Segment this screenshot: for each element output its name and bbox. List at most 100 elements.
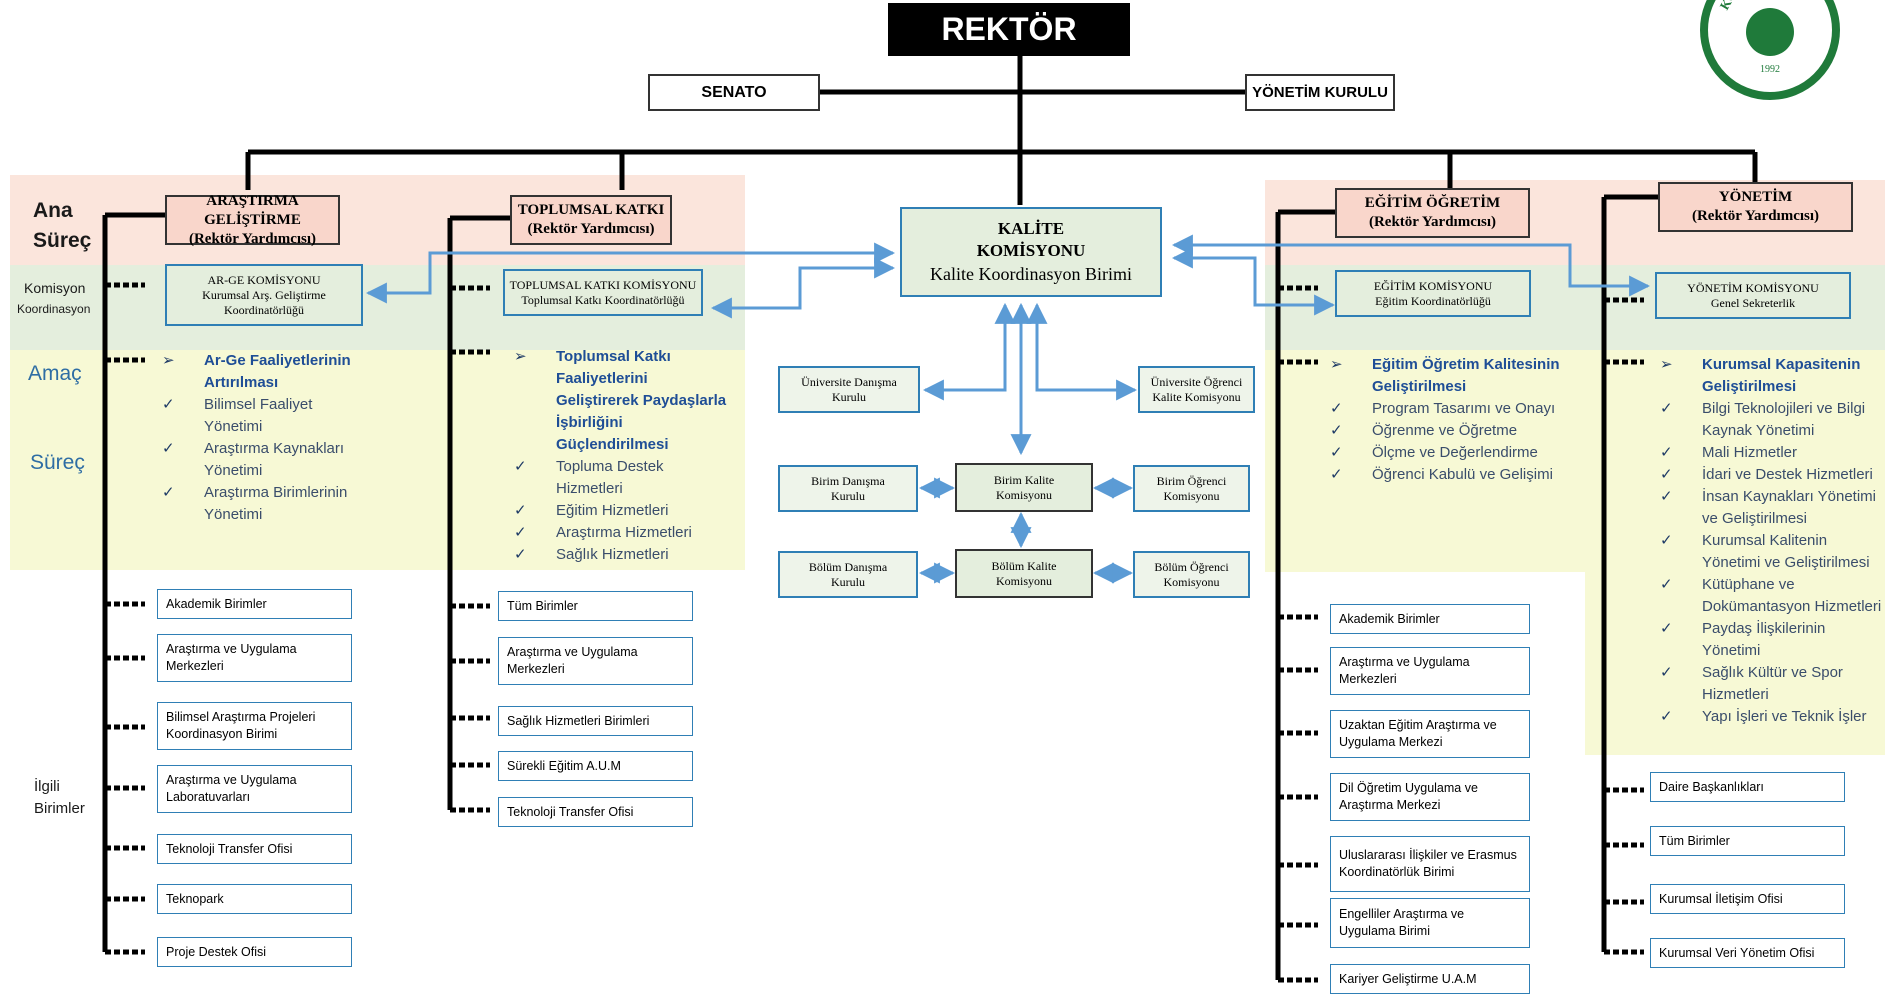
yonetim-header[interactable]: YÖNETİM (Rektör Yardımcısı) — [1658, 182, 1853, 232]
egitim-unit-box[interactable]: Engelliler Araştırma ve Uygulama Birimi — [1330, 898, 1530, 948]
yonetim-purpose-item: ✓Mali Hizmetler — [1660, 442, 1885, 464]
toplumsal-unit-box[interactable]: Sürekli Eğitim A.U.M — [498, 751, 693, 781]
yonetim-purpose-list: ➢Kurumsal Kapasitenin Geliştirilmesi✓Bil… — [1660, 354, 1885, 728]
arge-komisyon-box[interactable]: AR-GE KOMİSYONU Kurumsal Arş. Geliştirme… — [165, 264, 363, 326]
egitim-unit-box[interactable]: Araştırma ve Uygulama Merkezleri — [1330, 647, 1530, 695]
logo-emblem-icon — [1746, 8, 1794, 56]
check-icon: ✓ — [1660, 532, 1673, 549]
egitim-purpose-text: Ölçme ve Değerlendirme — [1372, 444, 1538, 461]
rektor-box[interactable]: REKTÖR — [888, 3, 1130, 56]
toplumsal-komisyon-line1: TOPLUMSAL KATKI KOMİSYONU — [509, 277, 697, 292]
egitim-purpose-item: ✓Öğrenci Kabulü ve Gelişimi — [1330, 464, 1565, 486]
arge-unit-box[interactable]: Akademik Birimler — [157, 589, 352, 619]
arge-unit-box[interactable]: Teknoloji Transfer Ofisi — [157, 834, 352, 864]
birim-danisma-box[interactable]: Birim Danışma Kurulu — [778, 465, 918, 512]
egitim-komisyon-line1: EĞİTİM KOMİSYONU — [1373, 278, 1493, 293]
toplumsal-unit-box[interactable]: Sağlık Hizmetleri Birimleri — [498, 706, 693, 736]
arge-unit-box[interactable]: Teknopark — [157, 884, 352, 914]
bolum-danisma-box[interactable]: Bölüm Danışma Kurulu — [778, 551, 918, 598]
row-label-surec: Süreç — [33, 229, 92, 252]
check-icon: ✓ — [1660, 664, 1673, 681]
yonetim-purpose-text: Paydaş İlişkilerinin Yönetimi — [1702, 620, 1826, 659]
yonetim-unit-box[interactable]: Tüm Birimler — [1650, 826, 1845, 856]
yonetim-purpose-item: ✓ İnsan Kaynakları Yönetimi ve Geliştiril… — [1660, 486, 1885, 530]
kalite-komisyonu-box[interactable]: KALİTE KOMİSYONU Kalite Koordinasyon Bir… — [900, 207, 1162, 297]
egitim-subtitle: (Rektör Yardımcısı) — [1368, 214, 1497, 230]
egitim-unit-box[interactable]: Uzaktan Eğitim Araştırma ve Uygulama Mer… — [1330, 710, 1530, 758]
toplumsal-komisyon-box[interactable]: TOPLUMSAL KATKI KOMİSYONU Toplumsal Katk… — [503, 269, 703, 316]
yonetim-kurulu-box[interactable]: YÖNETİM KURULU — [1245, 74, 1395, 111]
arge-purpose-item: ➢Ar-Ge Faaliyetlerinin Artırılması — [162, 350, 372, 394]
toplumsal-unit-box[interactable]: Teknoloji Transfer Ofisi — [498, 797, 693, 827]
toplumsal-purpose-text: Araştırma Hizmetleri — [556, 524, 692, 541]
check-icon: ✓ — [514, 546, 527, 563]
bolum-ogrenci-box[interactable]: Bölüm Öğrenci Komisyonu — [1133, 551, 1250, 598]
row-label-amac: Amaç — [28, 362, 82, 385]
arrow-bullet-icon: ➢ — [514, 348, 527, 365]
toplumsal-purpose-item: ✓ Sağlık Hizmetleri — [514, 544, 729, 566]
row-label-ana: Ana — [33, 199, 73, 222]
check-icon: ✓ — [1660, 444, 1673, 461]
arge-purpose-item: ✓Araştırma Birimlerinin Yönetimi — [162, 482, 372, 526]
logo-year: 1992 — [1760, 64, 1780, 75]
egitim-komisyon-box[interactable]: EĞİTİM KOMİSYONU Eğitim Koordinatörlüğü — [1335, 270, 1531, 317]
yonetim-purpose-item: ✓Kütüphane ve Dokümantasyon Hizmetleri — [1660, 574, 1885, 618]
arge-unit-box[interactable]: Proje Destek Ofisi — [157, 937, 352, 967]
egitim-purpose-text: Program Tasarımı ve Onayı — [1372, 400, 1556, 417]
toplumsal-purpose-text: Sağlık Hizmetleri — [556, 546, 669, 563]
yonetim-purpose-text: İnsan Kaynakları Yönetimi ve Geliştirilm… — [1702, 488, 1876, 527]
yonetim-purpose-item: ✓Bilgi Teknolojileri ve Bilgi Kaynak Yön… — [1660, 398, 1885, 442]
toplumsal-header[interactable]: TOPLUMSAL KATKI (Rektör Yardımcısı) — [510, 195, 672, 245]
arge-purpose-item: ✓Araştırma Kaynakları Yönetimi — [162, 438, 372, 482]
birim-ogrenci-box[interactable]: Birim Öğrenci Komisyonu — [1133, 465, 1250, 512]
universite-ogrenci-box[interactable]: Üniversite Öğrenci Kalite Komisyonu — [1138, 366, 1255, 413]
toplumsal-purpose-item: ✓Eğitim Hizmetleri — [514, 500, 729, 522]
yonetim-komisyon-box[interactable]: YÖNETİM KOMİSYONU Genel Sekreterlik — [1655, 272, 1851, 319]
toplumsal-purpose-list: ➢Toplumsal Katkı Faaliyetlerini Geliştir… — [514, 346, 729, 566]
check-icon: ✓ — [1330, 400, 1343, 417]
arrow-bullet-icon: ➢ — [162, 352, 175, 369]
row-label-koordinasyon: Koordinasyon — [17, 302, 91, 316]
arge-purpose-text: Araştırma Kaynakları Yönetimi — [204, 440, 345, 479]
toplumsal-unit-box[interactable]: Araştırma ve Uygulama Merkezleri — [498, 637, 693, 685]
yonetim-unit-box[interactable]: Kurumsal İletişim Ofisi — [1650, 884, 1845, 914]
row-label-komisyon: Komisyon — [24, 280, 86, 296]
toplumsal-purpose-item: ➢Toplumsal Katkı Faaliyetlerini Geliştir… — [514, 346, 729, 456]
check-icon: ✓ — [1660, 466, 1673, 483]
check-icon: ✓ — [1660, 488, 1673, 505]
arge-purpose-list: ➢Ar-Ge Faaliyetlerinin Artırılması✓Bilim… — [162, 350, 372, 526]
arge-unit-box[interactable]: Araştırma ve Uygulama Laboratuvarları — [157, 765, 352, 813]
check-icon: ✓ — [1330, 466, 1343, 483]
arge-header[interactable]: ARAŞTIRMA GELİŞTİRME (Rektör Yardımcısı) — [165, 192, 340, 247]
toplumsal-subtitle: (Rektör Yardımcısı) — [527, 221, 655, 237]
bolum-kalite-box[interactable]: Bölüm Kalite Komisyonu — [955, 549, 1093, 598]
arge-unit-box[interactable]: Bilimsel Araştırma Projeleri Koordinasyo… — [157, 702, 352, 750]
toplumsal-purpose-item: ✓Araştırma Hizmetleri — [514, 522, 729, 544]
yonetim-subtitle: (Rektör Yardımcısı) — [1691, 208, 1820, 224]
egitim-unit-box[interactable]: Akademik Birimler — [1330, 604, 1530, 634]
arge-title: ARAŞTIRMA GELİŞTİRME — [204, 192, 301, 228]
yonetim-purpose-text: Kütüphane ve Dokümantasyon Hizmetleri — [1702, 576, 1882, 615]
yonetim-unit-box[interactable]: Kurumsal Veri Yönetim Ofisi — [1650, 938, 1845, 968]
yonetim-purpose-text: Kurumsal Kalitenin Yönetimi ve Geliştiri… — [1702, 532, 1870, 571]
egitim-unit-box[interactable]: Kariyer Geliştirme U.A.M — [1330, 964, 1530, 994]
birim-kalite-box[interactable]: Birim Kalite Komisyonu — [955, 463, 1093, 512]
egitim-title: EĞİTİM ÖĞRETİM — [1364, 195, 1501, 211]
kalite-title-1: KALİTE — [997, 219, 1065, 238]
arge-unit-box[interactable]: Araştırma ve Uygulama Merkezleri — [157, 634, 352, 682]
senato-box[interactable]: SENATO — [648, 74, 820, 111]
egitim-unit-box[interactable]: Dil Öğretim Uygulama ve Araştırma Merkez… — [1330, 773, 1530, 821]
egitim-header[interactable]: EĞİTİM ÖĞRETİM (Rektör Yardımcısı) — [1335, 188, 1530, 238]
arge-komisyon-line3: Koordinatörlüğü — [224, 302, 304, 317]
universite-danisma-box[interactable]: Üniversite Danışma Kurulu — [778, 366, 920, 413]
yonetim-purpose-item: ✓Yapı İşleri ve Teknik İşler — [1660, 706, 1885, 728]
toplumsal-unit-box[interactable]: Tüm Birimler — [498, 591, 693, 621]
egitim-purpose-list: ➢Eğitim Öğretim Kalitesinin Geliştirilme… — [1330, 354, 1565, 486]
yonetim-purpose-text: Yapı İşleri ve Teknik İşler — [1702, 708, 1867, 725]
yonetim-title: YÖNETİM — [1718, 189, 1793, 205]
toplumsal-purpose-text: Topluma Destek Hizmetleri — [556, 458, 664, 497]
yonetim-unit-box[interactable]: Daire Başkanlıkları — [1650, 772, 1845, 802]
yonetim-komisyon-line2: Genel Sekreterlik — [1710, 295, 1796, 310]
egitim-unit-box[interactable]: Uluslararası İlişkiler ve Erasmus Koordi… — [1330, 836, 1530, 892]
